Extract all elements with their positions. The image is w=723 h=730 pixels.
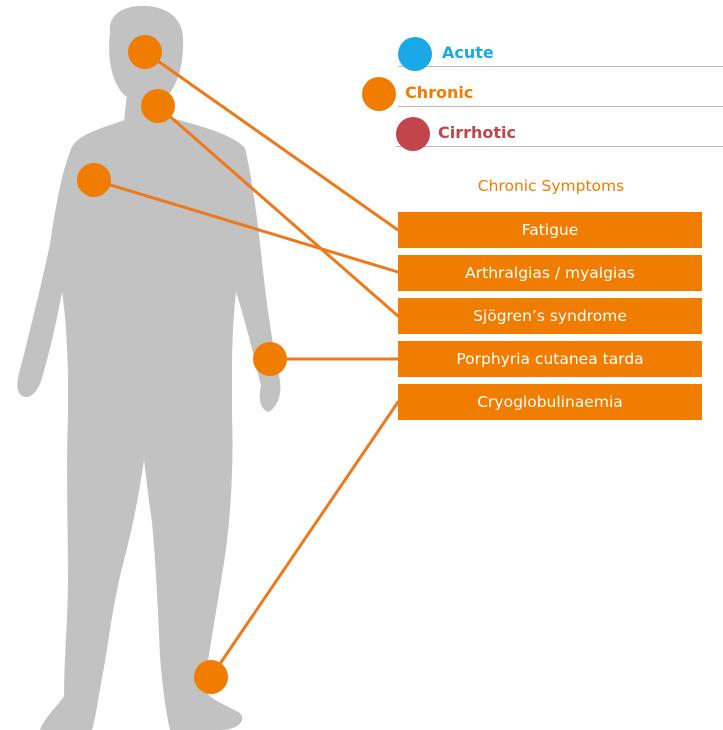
marker-shoulder-dot-icon bbox=[77, 163, 111, 197]
legend-divider bbox=[398, 106, 723, 107]
legend-divider bbox=[396, 146, 723, 147]
legend-label-acute: Acute bbox=[442, 43, 494, 63]
legend-row-chronic: Chronic bbox=[362, 77, 723, 111]
symptom-porphyria-cutanea-tarda: Porphyria cutanea tarda bbox=[398, 341, 702, 377]
acute-dot-icon bbox=[398, 37, 432, 71]
chronic-dot-icon bbox=[362, 77, 396, 111]
symptoms-title: Chronic Symptoms bbox=[400, 176, 702, 196]
legend-divider bbox=[398, 66, 723, 67]
legend-row-acute: Acute bbox=[398, 37, 723, 71]
symptom-arthralgias-myalgias: Arthralgias / myalgias bbox=[398, 255, 702, 291]
connector-cryoglobulinaemia bbox=[211, 402, 398, 677]
symptom-cryoglobulinaemia: Cryoglobulinaemia bbox=[398, 384, 702, 420]
marker-ankle-dot-icon bbox=[194, 660, 228, 694]
symptom-fatigue: Fatigue bbox=[398, 212, 702, 248]
cirrhotic-dot-icon bbox=[396, 117, 430, 151]
symptom-sjogrens-syndrome: Sjögren’s syndrome bbox=[398, 298, 702, 334]
connector-fatigue bbox=[145, 52, 398, 230]
connector-arthralgias bbox=[94, 180, 398, 272]
marker-hand-dot-icon bbox=[253, 342, 287, 376]
marker-head-dot-icon bbox=[128, 35, 162, 69]
legend-label-chronic: Chronic bbox=[405, 83, 473, 103]
legend-label-cirrhotic: Cirrhotic bbox=[438, 123, 516, 143]
marker-throat-dot-icon bbox=[141, 89, 175, 123]
legend-row-cirrhotic: Cirrhotic bbox=[396, 117, 723, 151]
